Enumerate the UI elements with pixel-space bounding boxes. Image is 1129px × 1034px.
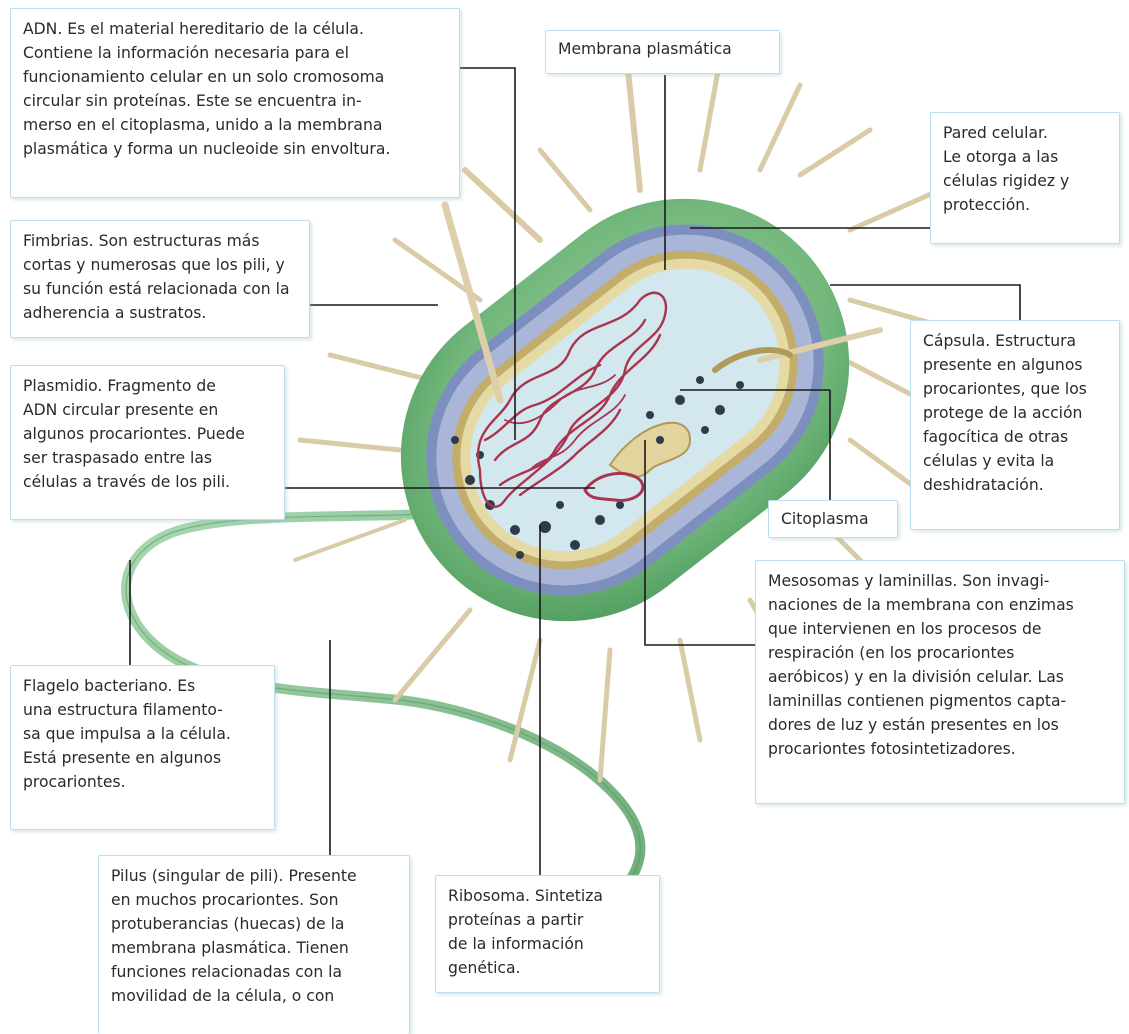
- callout-citoplasma: Citoplasma: [768, 500, 898, 538]
- callout-capsula: Cápsula. Estructura presente en algunos …: [910, 320, 1120, 530]
- callout-flagelo: Flagelo bacteriano. Es una estructura fi…: [10, 665, 275, 830]
- callout-membrana-plasmatica: Membrana plasmática: [545, 30, 780, 74]
- callout-pared-celular: Pared celular. Le otorga a las células r…: [930, 112, 1120, 244]
- callout-pilus: Pilus (singular de pili). Presente en mu…: [98, 855, 410, 1034]
- callout-ribosoma: Ribosoma. Sintetiza proteínas a partir d…: [435, 875, 660, 993]
- callout-adn: ADN. Es el material hereditario de la cé…: [10, 8, 460, 198]
- callout-mesosomas: Mesosomas y laminillas. Son invagi- naci…: [755, 560, 1125, 804]
- callout-plasmidio: Plasmidio. Fragmento de ADN circular pre…: [10, 365, 285, 520]
- callout-fimbrias: Fimbrias. Son estructuras más cortas y n…: [10, 220, 310, 338]
